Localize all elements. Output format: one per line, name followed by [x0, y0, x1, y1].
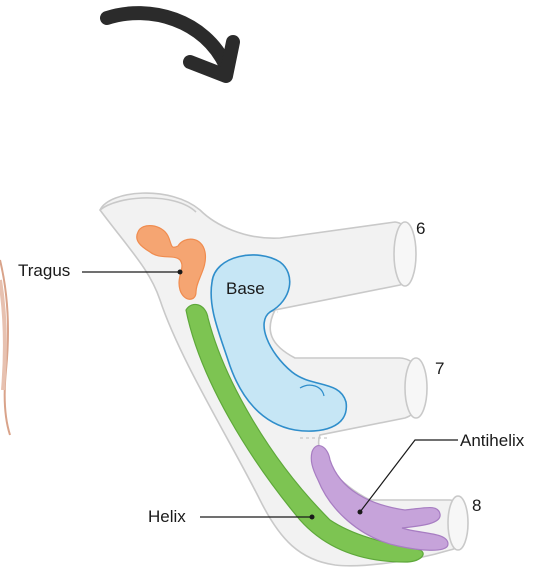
antihelix-label: Antihelix	[460, 431, 524, 451]
helix-label: Helix	[148, 507, 186, 527]
tragus-label: Tragus	[18, 261, 70, 281]
arch-number-middle: 7	[435, 359, 444, 379]
arch-number-bottom: 8	[472, 496, 481, 516]
base-label: Base	[226, 279, 265, 299]
curved-arrow-icon	[107, 13, 233, 76]
arch-number-top: 6	[416, 219, 425, 239]
